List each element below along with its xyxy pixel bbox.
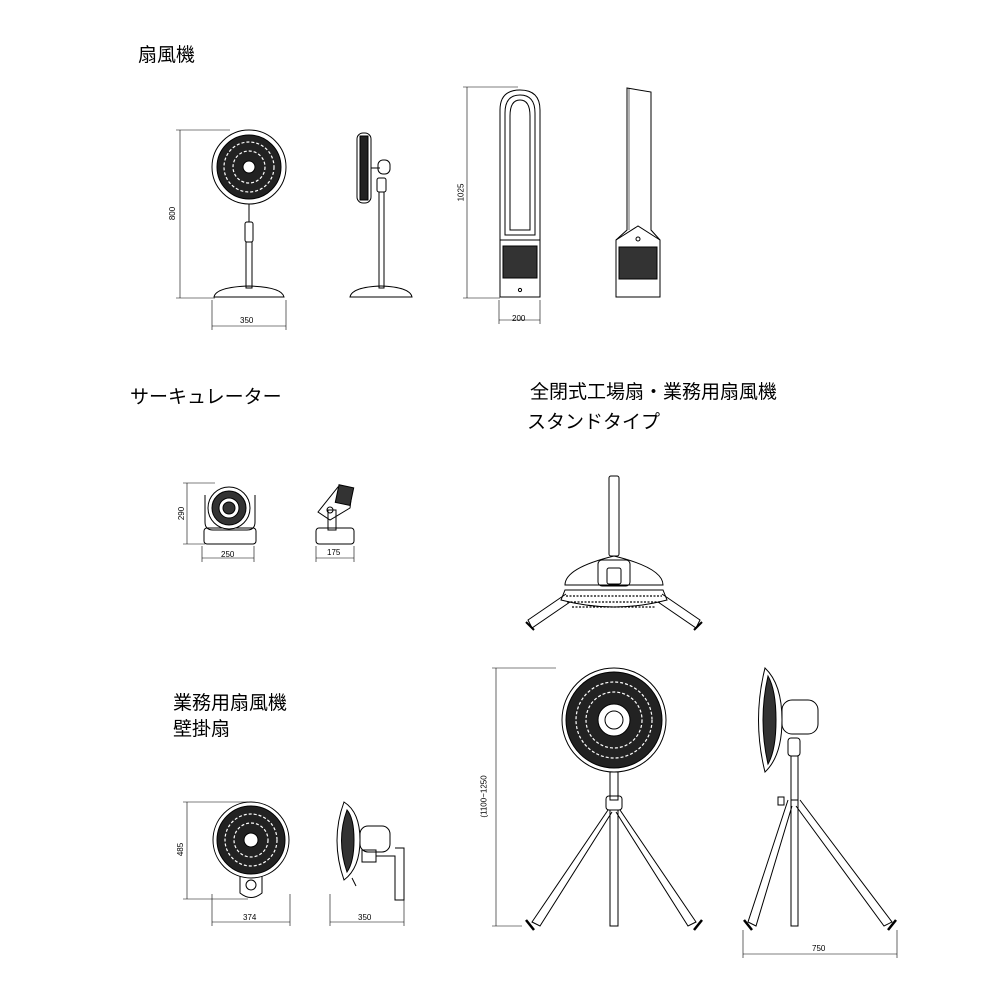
factory-fan-width-label: 750 (812, 944, 826, 953)
wall-fan-section-subtitle: 壁掛扇 (173, 718, 231, 740)
circulator-side (315, 484, 355, 562)
wall-fan-front (183, 801, 291, 926)
fan-section-title: 扇風機 (138, 44, 196, 66)
circulator-front (183, 482, 257, 562)
wall-fan-section-title: 業務用扇風機 (173, 692, 288, 714)
wall-fan-side (329, 801, 405, 926)
wall-fan-depth-label: 350 (358, 913, 372, 922)
circulator-section-title: サーキュレーター (130, 386, 282, 408)
factory-fan-section-title: 全閉式工場扇・業務用扇風機 (530, 381, 778, 403)
circulator-width-label: 250 (221, 550, 235, 559)
standing-fan-front (176, 129, 287, 330)
factory-fan-top (525, 475, 703, 631)
tower-fan-front (463, 86, 541, 324)
fan-width-label: 350 (240, 316, 254, 325)
factory-fan-section-subtitle: スタンドタイプ (527, 411, 661, 433)
standing-fan-side (349, 132, 413, 298)
wall-fan-width-label: 374 (243, 913, 257, 922)
tower-width-label: 200 (512, 314, 526, 323)
circulator-depth-label: 175 (327, 548, 341, 557)
factory-fan-stand-side (742, 667, 898, 958)
factory-fan-stand-front (492, 667, 703, 931)
tower-fan-side (615, 87, 661, 298)
